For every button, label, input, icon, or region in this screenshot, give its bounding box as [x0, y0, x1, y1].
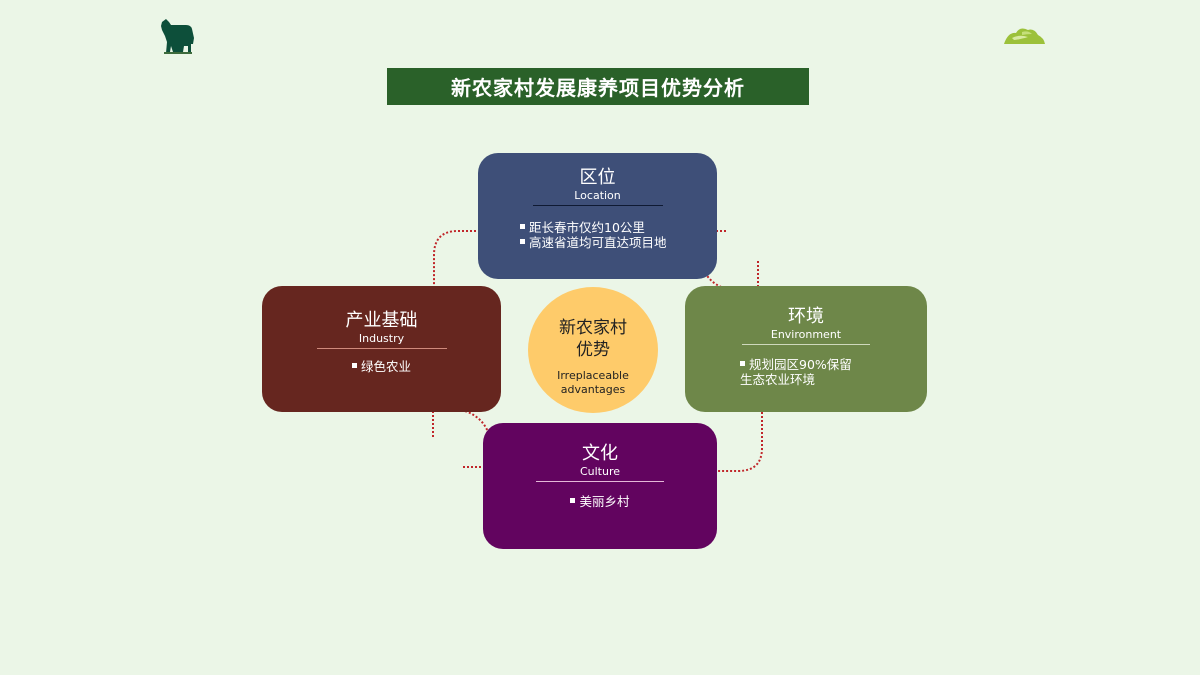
card-subtitle: Culture — [579, 465, 621, 478]
card-divider — [536, 481, 664, 482]
center-subtitle-line2: advantages — [560, 383, 626, 396]
card-body: 距长春市仅约10公里 高速省道均可直达项目地 — [478, 220, 717, 250]
card-subtitle: Environment — [770, 328, 842, 341]
center-advantages-circle: 新农家村 优势 Irreplaceable advantages — [528, 287, 658, 413]
card-title: 区位 — [579, 167, 616, 188]
center-title-line1: 新农家村 — [559, 318, 627, 338]
card-divider — [742, 344, 870, 345]
card-subtitle: Industry — [358, 332, 405, 345]
bullet-icon — [740, 361, 745, 366]
card-title: 环境 — [788, 306, 824, 327]
center-subtitle-line1: Irreplaceable — [557, 369, 629, 382]
list-item: 美丽乡村 — [483, 494, 717, 509]
card-title: 产业基础 — [345, 310, 418, 331]
card-divider — [316, 348, 447, 349]
list-item: 高速省道均可直达项目地 — [520, 235, 717, 250]
card-environment: 环境 Environment 规划园区90%保留 生态农业环境 — [685, 286, 927, 412]
bullet-icon — [351, 363, 357, 368]
bullet-icon — [570, 498, 576, 503]
card-body: 绿色农业 — [262, 359, 501, 374]
card-body: 美丽乡村 — [483, 494, 717, 509]
list-item: 绿色农业 — [262, 359, 501, 374]
card-industry: 产业基础 Industry 绿色农业 — [262, 286, 501, 412]
slide-title: 新农家村发展康养项目优势分析 — [387, 68, 809, 105]
bullet-icon — [520, 224, 525, 229]
card-location: 区位 Location 距长春市仅约10公里 高速省道均可直达项目地 — [478, 153, 717, 279]
card-title: 文化 — [582, 443, 618, 464]
card-culture: 文化 Culture 美丽乡村 — [483, 423, 717, 549]
card-divider — [532, 205, 663, 206]
list-item: 距长春市仅约10公里 — [520, 220, 717, 235]
cow-icon — [161, 19, 194, 54]
hill-icon — [1004, 28, 1045, 44]
list-item-continuation: 生态农业环境 — [740, 372, 816, 387]
list-item: 规划园区90%保留 — [740, 357, 927, 372]
card-subtitle: Location — [574, 189, 621, 202]
center-title-line2: 优势 — [576, 340, 610, 360]
bullet-icon — [520, 239, 525, 244]
card-body: 规划园区90%保留 生态农业环境 — [685, 357, 927, 387]
